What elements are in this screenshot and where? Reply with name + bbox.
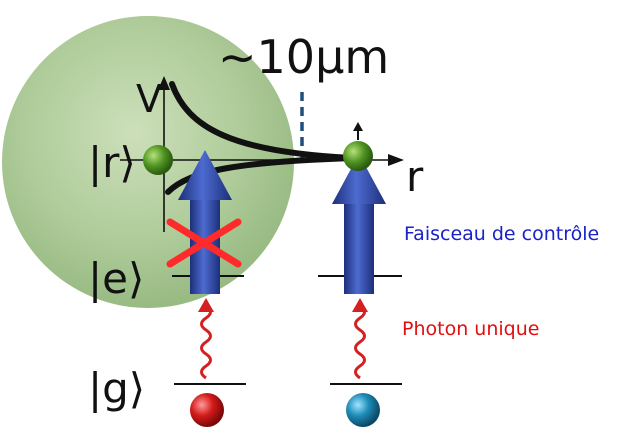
state-r-label: |r⟩ (88, 138, 136, 187)
scale-label: ~10μm (218, 30, 390, 84)
blocked-cross (166, 218, 242, 268)
rydberg-atom-right (343, 141, 373, 171)
control-beam-label: Faisceau de contrôle (404, 223, 600, 245)
ground-atom-left (190, 393, 224, 427)
rydberg-atom-right-arrow (353, 122, 363, 140)
control-arrow-right (332, 154, 386, 294)
ground-atom-right (346, 393, 380, 427)
state-e-label: |e⟩ (88, 254, 145, 303)
state-g-label: |g⟩ (88, 364, 146, 413)
potential-axis-label: V (136, 77, 162, 121)
single-photon-label: Photon unique (402, 318, 540, 340)
potential-curves (165, 81, 355, 195)
photon-arrow-right (352, 298, 368, 380)
photon-arrow-left (198, 298, 214, 380)
rydberg-atom-left (143, 145, 173, 175)
distance-axis-label: r (406, 152, 424, 201)
